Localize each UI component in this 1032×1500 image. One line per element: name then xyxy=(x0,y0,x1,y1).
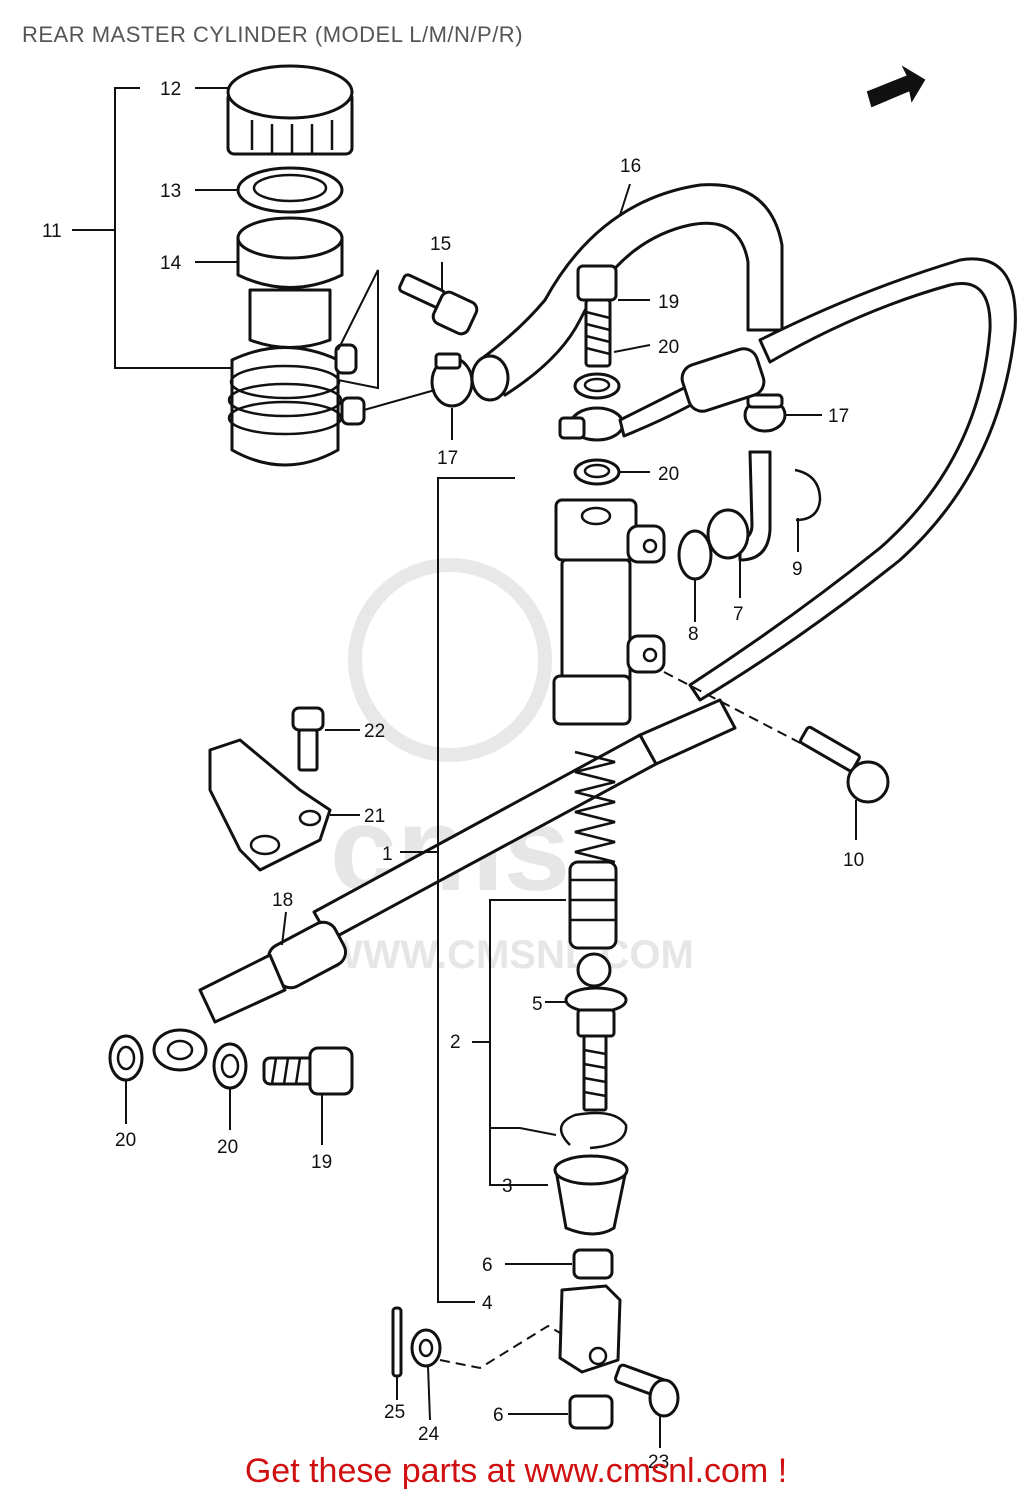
callout-13: 13 xyxy=(160,181,181,202)
callout-19-upper: 19 xyxy=(658,292,679,313)
clevis-4 xyxy=(558,1284,622,1374)
callout-4: 4 xyxy=(482,1293,493,1314)
diaphragm xyxy=(236,216,344,289)
boot-3 xyxy=(553,1154,629,1236)
inlet-fitting-7 xyxy=(706,450,772,562)
brake-hose-18 xyxy=(152,257,1017,1072)
cotter-pin-25 xyxy=(391,1306,403,1378)
callout-8: 8 xyxy=(688,624,699,645)
washer-20-c xyxy=(108,1034,144,1082)
washer-24 xyxy=(410,1328,442,1368)
callout-18: 18 xyxy=(272,890,293,911)
reservoir-cap xyxy=(226,64,354,156)
callout-3: 3 xyxy=(502,1176,513,1197)
callout-9: 9 xyxy=(792,559,803,580)
piston xyxy=(568,860,618,988)
union-bolt-19-lower xyxy=(262,1046,354,1096)
banjo-fitting-pipe xyxy=(558,383,702,442)
callout-11: 11 xyxy=(42,221,62,242)
callout-20-middle: 20 xyxy=(658,464,679,485)
callout-17-left: 17 xyxy=(437,448,458,469)
callout-17-right: 17 xyxy=(828,406,849,427)
callout-21: 21 xyxy=(364,806,385,827)
callout-10: 10 xyxy=(843,850,864,871)
callout-12: 12 xyxy=(160,79,181,100)
washer-20-d xyxy=(212,1042,248,1090)
nut-6-upper xyxy=(572,1248,614,1280)
washer-20-a xyxy=(573,372,621,400)
spring xyxy=(574,750,616,864)
callout-6-lower: 6 xyxy=(493,1405,504,1426)
callout-16: 16 xyxy=(620,156,641,177)
callout-15: 15 xyxy=(430,234,451,255)
front-arrow-icon xyxy=(866,65,926,108)
callout-19-lower: 19 xyxy=(311,1152,332,1173)
callout-1: 1 xyxy=(382,844,393,865)
circlip-2 xyxy=(560,1111,628,1150)
circlip-9 xyxy=(794,468,822,522)
callout-24: 24 xyxy=(418,1424,440,1445)
reservoir-hose xyxy=(470,183,784,402)
washer-20-b xyxy=(573,458,621,486)
screw-15 xyxy=(398,273,479,336)
bolt-10 xyxy=(799,725,890,804)
clamp-17-right xyxy=(743,393,787,433)
callout-2: 2 xyxy=(450,1032,461,1053)
callout-23: 23 xyxy=(648,1452,669,1473)
callout-7: 7 xyxy=(733,604,744,625)
callout-20-upper: 20 xyxy=(658,337,679,358)
clamp-17-upper xyxy=(430,352,474,408)
callout-20-lower-left: 20 xyxy=(115,1130,136,1151)
callout-20-lower-right: 20 xyxy=(217,1137,238,1158)
diaphragm-plate xyxy=(236,166,344,214)
callout-labels: 1 2 3 4 5 6 6 7 8 9 10 11 12 13 14 15 16… xyxy=(42,79,864,1473)
footer-link-text[interactable]: Get these parts at www.cmsnl.com ! xyxy=(244,1452,788,1490)
bracket-21 xyxy=(208,738,332,872)
nut-6-lower xyxy=(568,1394,614,1430)
union-bolt-19-upper xyxy=(576,264,618,368)
callout-22: 22 xyxy=(364,721,385,742)
callout-14: 14 xyxy=(160,253,182,274)
master-cylinder-body xyxy=(552,498,666,726)
callout-5: 5 xyxy=(532,994,543,1015)
screw-22 xyxy=(291,706,325,772)
reservoir-body xyxy=(227,288,366,467)
pin-23 xyxy=(614,1363,680,1418)
o-ring-8 xyxy=(677,529,713,581)
push-rod-5 xyxy=(564,986,628,1112)
watermark-url-text: WWW.CMSNL.COM xyxy=(325,933,694,977)
leader-lines xyxy=(72,87,857,1448)
diagram-title: REAR MASTER CYLINDER (MODEL L/M/N/P/R) xyxy=(22,22,524,47)
callout-25: 25 xyxy=(384,1402,405,1423)
callout-6-upper: 6 xyxy=(482,1255,493,1276)
